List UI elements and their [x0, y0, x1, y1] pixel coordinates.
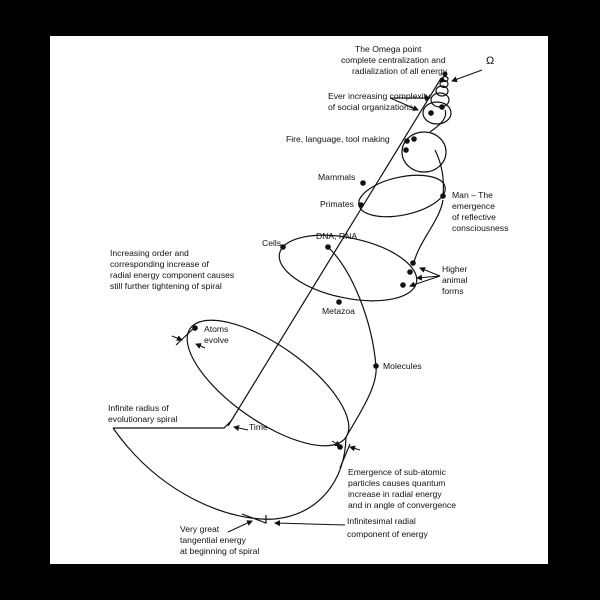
diagram-paper — [50, 36, 548, 564]
dot-metazoa — [336, 299, 342, 305]
dot-social-2 — [428, 110, 434, 116]
dot-higher-2 — [407, 269, 413, 275]
label-subatomic: Emergence of sub-atomic particles causes… — [348, 467, 456, 510]
omega-arrow — [451, 69, 483, 83]
label-social: Ever increasing complexity of social org… — [328, 91, 431, 112]
dot-cells — [280, 244, 286, 250]
cells-loop — [278, 234, 418, 302]
infinite-radius-line — [113, 419, 233, 429]
dot-fire-2 — [411, 136, 417, 142]
dot-subatomic — [337, 444, 343, 450]
dot-mammals — [360, 180, 366, 186]
dot-social-1 — [439, 104, 445, 110]
dot-man — [440, 193, 446, 199]
higher-arrow-1 — [419, 267, 441, 277]
label-metazoa: Metazoa — [322, 306, 355, 316]
label-cells: Cells — [262, 238, 282, 248]
social-loop — [422, 101, 452, 125]
tangential-arrow — [227, 520, 253, 533]
atoms-tick — [175, 327, 195, 346]
label-mammals: Mammals — [318, 172, 356, 182]
fire-loop — [401, 131, 447, 173]
time-arrow — [233, 425, 249, 431]
label-primates: Primates — [320, 199, 354, 209]
dot-fire-1 — [404, 138, 410, 144]
subatomic-arrow-2 — [349, 445, 361, 452]
label-fire: Fire, language, tool making — [286, 134, 390, 144]
label-infinite-radius: Infinite radius of evolutionary spiral — [108, 403, 178, 424]
atoms-arrow-1 — [171, 335, 183, 341]
higher-forms-curve — [413, 199, 444, 263]
molecules-curve — [327, 246, 377, 438]
omega-symbol: Ω — [486, 55, 495, 67]
dot-atoms — [192, 325, 198, 331]
dot-primates — [358, 202, 364, 208]
spiral-dots — [192, 71, 448, 450]
label-time: Time — [249, 422, 268, 432]
label-atoms-evolve: Atoms evolve — [204, 324, 229, 345]
label-infinitesimal: Infinitesimal radial component of energy — [347, 516, 428, 539]
higher-arrow-2 — [416, 274, 441, 281]
dot-molecules — [373, 363, 379, 369]
label-omega: The Omega point complete centralization … — [341, 44, 448, 76]
label-tangential-energy: Very great tangential energy at beginnin… — [180, 524, 260, 556]
dot-higher-3 — [400, 282, 406, 288]
label-increasing-order: Increasing order and corresponding incre… — [110, 248, 235, 291]
label-higher-animal-forms: Higher animal forms — [442, 264, 468, 296]
atoms-loop — [186, 319, 350, 447]
higher-arrow-3 — [409, 275, 441, 288]
subatomic-tick — [339, 443, 351, 469]
outer-spiral-curve — [112, 427, 347, 520]
dot-dna — [325, 244, 331, 250]
tangential-wedge — [241, 513, 267, 524]
label-man: Man – The emergence of reflective consci… — [452, 190, 509, 233]
dot-omega-1 — [439, 77, 445, 83]
social-arrow-1 — [389, 97, 419, 111]
dot-omega-2 — [442, 71, 448, 77]
atoms-arrow-2 — [195, 343, 206, 349]
label-molecules: Molecules — [383, 361, 422, 371]
dot-fire-3 — [403, 147, 409, 153]
dot-higher-1 — [410, 260, 416, 266]
infinitesimal-arrow — [274, 520, 346, 527]
label-dna-rna: DNA, RNA — [316, 231, 358, 241]
